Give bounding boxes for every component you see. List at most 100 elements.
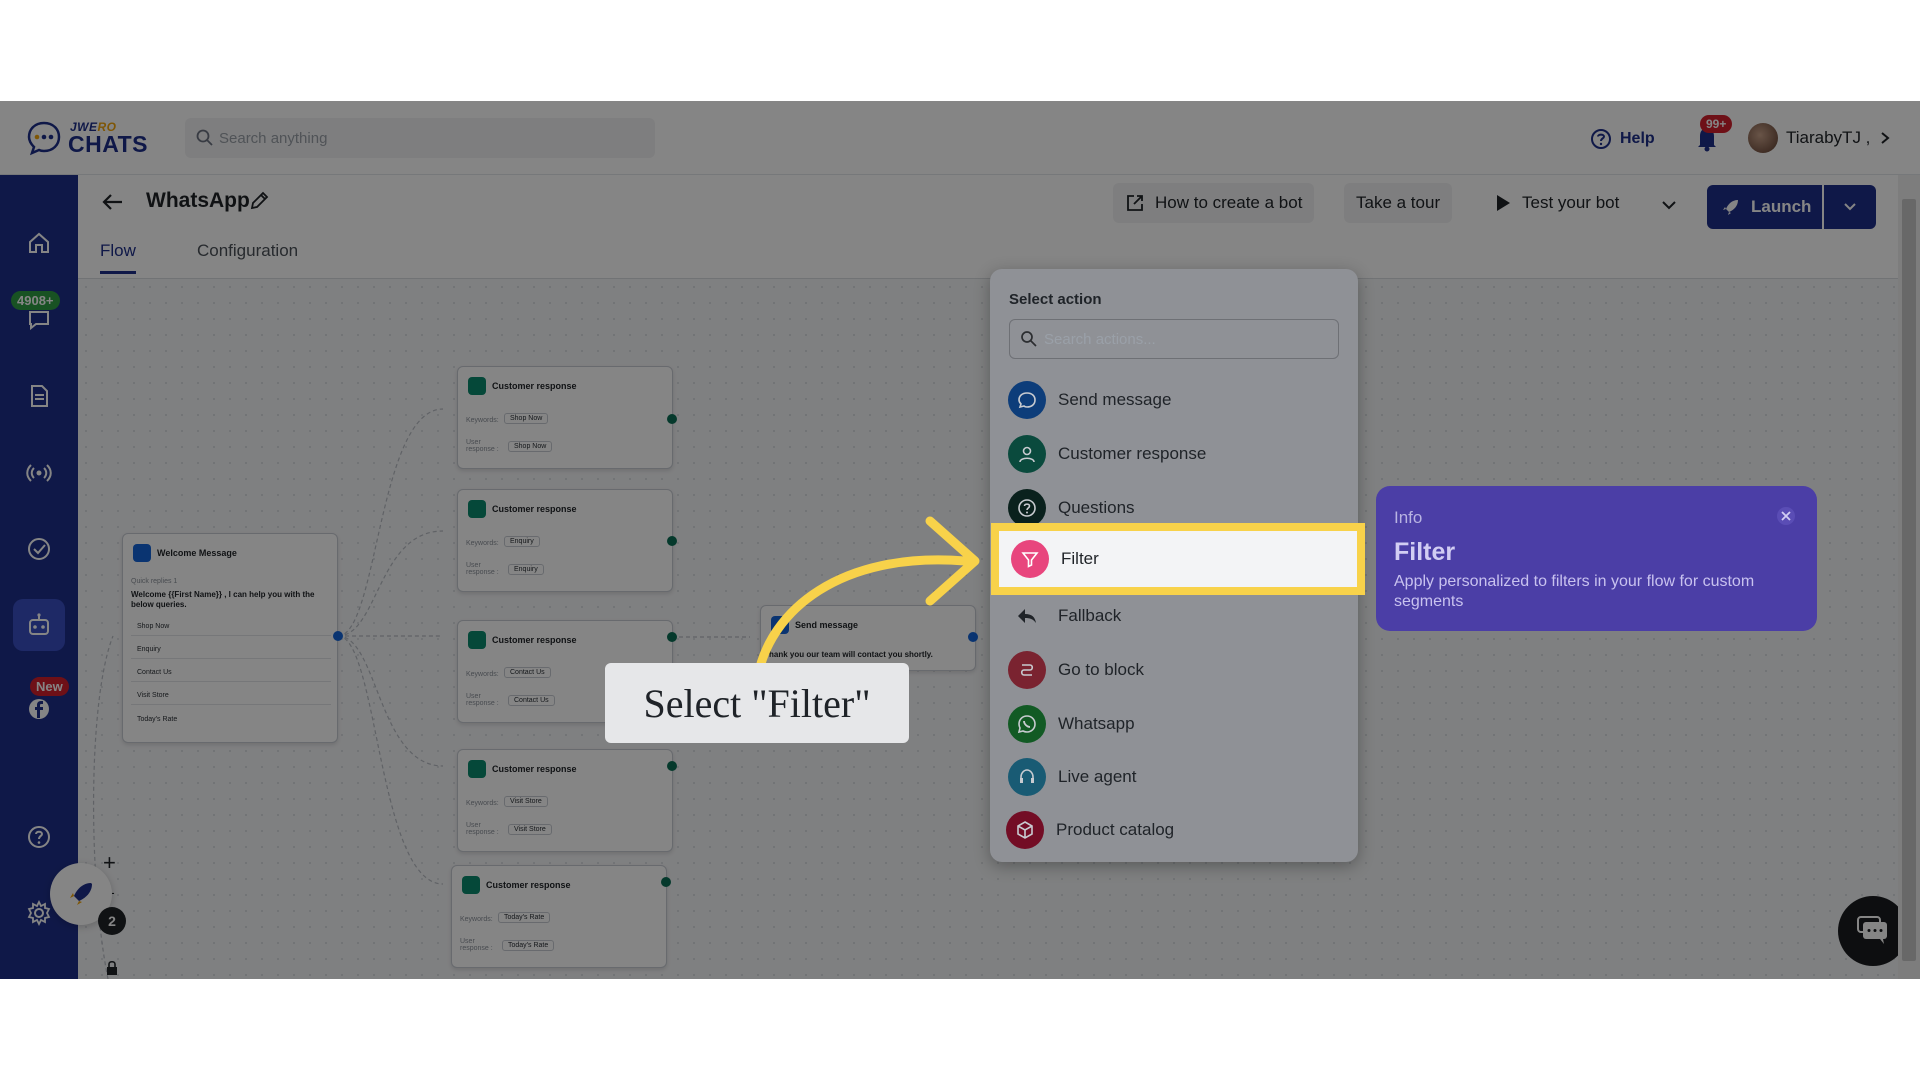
left-sidebar: 4908+ New — [0, 175, 78, 979]
app-window: JWERO CHATS Help 99+ TiarabyTJ , 4908+ — [0, 101, 1920, 979]
action-whatsapp[interactable]: Whatsapp — [1008, 702, 1342, 746]
notifications-button[interactable]: 99+ — [1690, 115, 1733, 155]
select-action-heading: Select action — [1009, 291, 1102, 308]
global-search-input[interactable] — [219, 118, 639, 158]
conversations-count-badge: 4908+ — [11, 291, 60, 310]
node-header: Customer response — [468, 377, 577, 395]
how-to-create-bot-button[interactable]: How to create a bot — [1113, 183, 1315, 223]
back-arrow-icon[interactable] — [100, 189, 126, 215]
help-button[interactable]: Help — [1590, 123, 1655, 155]
flow-canvas[interactable]: Welcome Message Quick replies 1 Welcome … — [78, 279, 1898, 979]
broadcast-icon — [26, 464, 52, 482]
tab-flow[interactable]: Flow — [100, 241, 136, 274]
action-filter[interactable]: Filter — [991, 523, 1365, 595]
output-handle[interactable] — [667, 536, 677, 546]
tab-configuration[interactable]: Configuration — [197, 241, 299, 260]
action-label: Product catalog — [1056, 820, 1175, 839]
action-label: Questions — [1058, 498, 1135, 517]
global-search[interactable] — [185, 118, 655, 158]
node-title: Customer response — [486, 880, 571, 890]
send-message-node[interactable]: Send message hank you our team will cont… — [760, 605, 976, 671]
route-icon — [1008, 651, 1046, 689]
support-chat-button[interactable] — [1838, 896, 1908, 966]
action-live-agent[interactable]: Live agent — [1008, 755, 1342, 799]
tutorial-callout: Select "Filter" — [605, 663, 909, 743]
chevron-right-icon — [1881, 132, 1890, 144]
sidebar-item-help[interactable] — [13, 811, 65, 863]
sidebar-item-bots[interactable] — [13, 599, 65, 651]
output-handle[interactable] — [968, 632, 978, 642]
help-circle-icon — [28, 826, 50, 848]
how-to-create-bot-label: How to create a bot — [1155, 193, 1303, 212]
output-handle[interactable] — [667, 414, 677, 424]
tutorial-arrow — [753, 516, 980, 681]
launch-dropdown-button[interactable] — [1824, 185, 1876, 229]
action-search[interactable] — [1009, 319, 1339, 359]
bot-icon — [29, 613, 49, 635]
take-a-tour-button[interactable]: Take a tour — [1344, 183, 1453, 223]
home-icon — [29, 232, 49, 253]
action-questions[interactable]: Questions — [1008, 486, 1342, 530]
action-send-message[interactable]: Send message — [1008, 378, 1342, 422]
customer-response-node[interactable]: Customer response Keywords: Today's Rate… — [451, 865, 667, 968]
action-go-to-block[interactable]: Go to block — [1008, 648, 1342, 692]
quick-replies-label: Quick replies 1 — [131, 578, 178, 585]
launch-button[interactable]: Launch — [1707, 185, 1822, 229]
sidebar-item-settings[interactable] — [13, 887, 65, 939]
action-fallback[interactable]: Fallback — [1008, 594, 1342, 638]
keywords-label: Keywords: — [466, 671, 499, 678]
zoom-in-button[interactable]: + — [103, 850, 116, 875]
user-menu[interactable]: TiarabyTJ , — [1748, 121, 1892, 155]
pencil-icon[interactable] — [248, 190, 270, 212]
quick-reply-option: Enquiry — [131, 641, 331, 659]
logo-subtitle: JWERO — [70, 120, 117, 134]
node-title: Customer response — [492, 504, 577, 514]
zoom-out-button[interactable]: - — [110, 884, 115, 900]
node-header: Customer response — [468, 760, 577, 778]
node-title: Customer response — [492, 635, 577, 645]
action-label: Go to block — [1058, 660, 1144, 679]
avatar — [1748, 123, 1778, 153]
customer-response-node[interactable]: Customer response Keywords: Shop Now Use… — [457, 366, 673, 469]
output-handle[interactable] — [667, 761, 677, 771]
action-search-input[interactable] — [1044, 320, 1334, 358]
close-icon[interactable] — [1776, 506, 1796, 526]
play-icon — [1497, 195, 1510, 211]
chevron-down-icon[interactable] — [1660, 196, 1678, 214]
keyword-pill: Today's Rate — [498, 912, 551, 923]
response-pill: Today's Rate — [502, 940, 555, 951]
chat-icon — [29, 311, 49, 331]
customer-response-node[interactable]: Customer response Keywords: Visit Store … — [457, 749, 673, 852]
facebook-icon — [29, 699, 49, 719]
output-handle[interactable] — [667, 632, 677, 642]
scrollbar-thumb[interactable] — [1902, 199, 1916, 961]
sidebar-item-conversations[interactable] — [13, 293, 65, 345]
quick-reply-option: Contact Us — [131, 664, 331, 682]
action-label: Live agent — [1058, 767, 1137, 786]
user-response-label: User response : — [460, 938, 493, 952]
action-customer-response[interactable]: Customer response — [1008, 432, 1342, 476]
jwero-chats-logo[interactable]: JWERO CHATS — [26, 118, 148, 158]
user-name: TiarabyTJ , — [1786, 128, 1871, 147]
quick-reply-option: Visit Store — [131, 687, 331, 705]
keyword-pill: Contact Us — [504, 667, 551, 678]
sidebar-item-tasks[interactable] — [13, 523, 65, 575]
output-handle[interactable] — [661, 877, 671, 887]
sidebar-item-facebook[interactable] — [13, 683, 65, 735]
test-bot-button[interactable]: Test your bot — [1482, 183, 1631, 223]
customer-response-node[interactable]: Customer response Keywords: Enquiry User… — [457, 489, 673, 592]
rocket-icon — [1723, 200, 1738, 215]
sidebar-item-documents[interactable] — [13, 370, 65, 422]
keyword-pill: Enquiry — [504, 536, 540, 547]
sidebar-item-broadcast[interactable] — [13, 447, 65, 499]
person-icon — [468, 631, 486, 649]
vertical-scrollbar[interactable] — [1898, 175, 1920, 979]
sidebar-item-home[interactable] — [13, 217, 65, 269]
flow-connectors — [92, 408, 750, 979]
node-title: Customer response — [492, 764, 577, 774]
output-handle[interactable] — [333, 631, 343, 641]
whatsapp-icon — [1008, 705, 1046, 743]
action-product-catalog[interactable]: Product catalog — [1006, 808, 1340, 852]
person-icon — [468, 760, 486, 778]
lock-icon[interactable] — [105, 960, 119, 976]
